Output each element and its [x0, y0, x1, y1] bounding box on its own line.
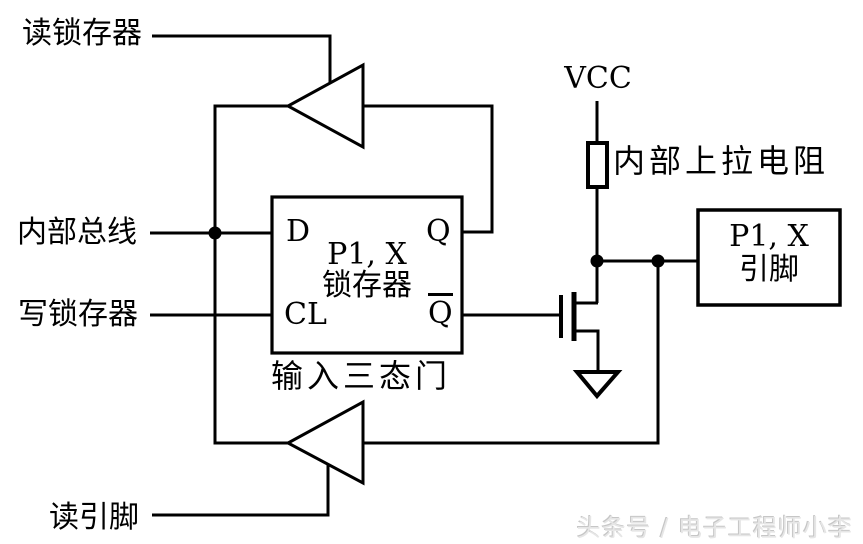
tristate-buffer-bottom-icon: [284, 399, 365, 486]
wire-q-feedback: [363, 104, 494, 234]
latch-cl-label: CL: [284, 297, 327, 332]
latch-qbar-label: Q: [428, 293, 453, 330]
latch-box: [270, 195, 464, 355]
junction-dot-bus: [208, 226, 222, 240]
pin-box: [696, 208, 842, 307]
latch-q-label: Q: [426, 214, 451, 249]
wire-internal-bus-spine: [213, 104, 288, 445]
tristate-buffer-top-icon: [284, 62, 365, 150]
latch-name-line2: 锁存器: [322, 268, 412, 303]
write-latch-label: 写锁存器: [18, 297, 138, 332]
watermark-text: 头条号 / 电子工程师小李: [576, 514, 853, 542]
pullup-resistor-label: 内部上拉电阻: [613, 142, 830, 180]
wire-read-latch-enable: [152, 34, 332, 84]
vcc-label: VCC: [564, 61, 632, 96]
pin-box-line2: 引脚: [739, 252, 799, 287]
read-latch-label: 读锁存器: [22, 16, 142, 51]
wire-read-pin-enable: [152, 464, 330, 517]
input-tristate-gate-label: 输入三态门: [271, 357, 452, 395]
pullup-resistor-body: [586, 141, 609, 189]
wire-pin-to-bottom-buffer: [363, 261, 660, 445]
mosfet-source-wire: [576, 329, 600, 372]
ground-icon: [572, 370, 623, 400]
junction-dot-drain: [590, 254, 604, 268]
internal-bus-label: 内部总线: [17, 215, 137, 250]
latch-name-line1: P1, X: [327, 237, 407, 272]
pin-box-line1: P1, X: [729, 219, 809, 254]
read-pin-label: 读引脚: [49, 500, 139, 535]
latch-d-label: D: [286, 214, 311, 249]
junction-dot-pin: [651, 254, 665, 268]
